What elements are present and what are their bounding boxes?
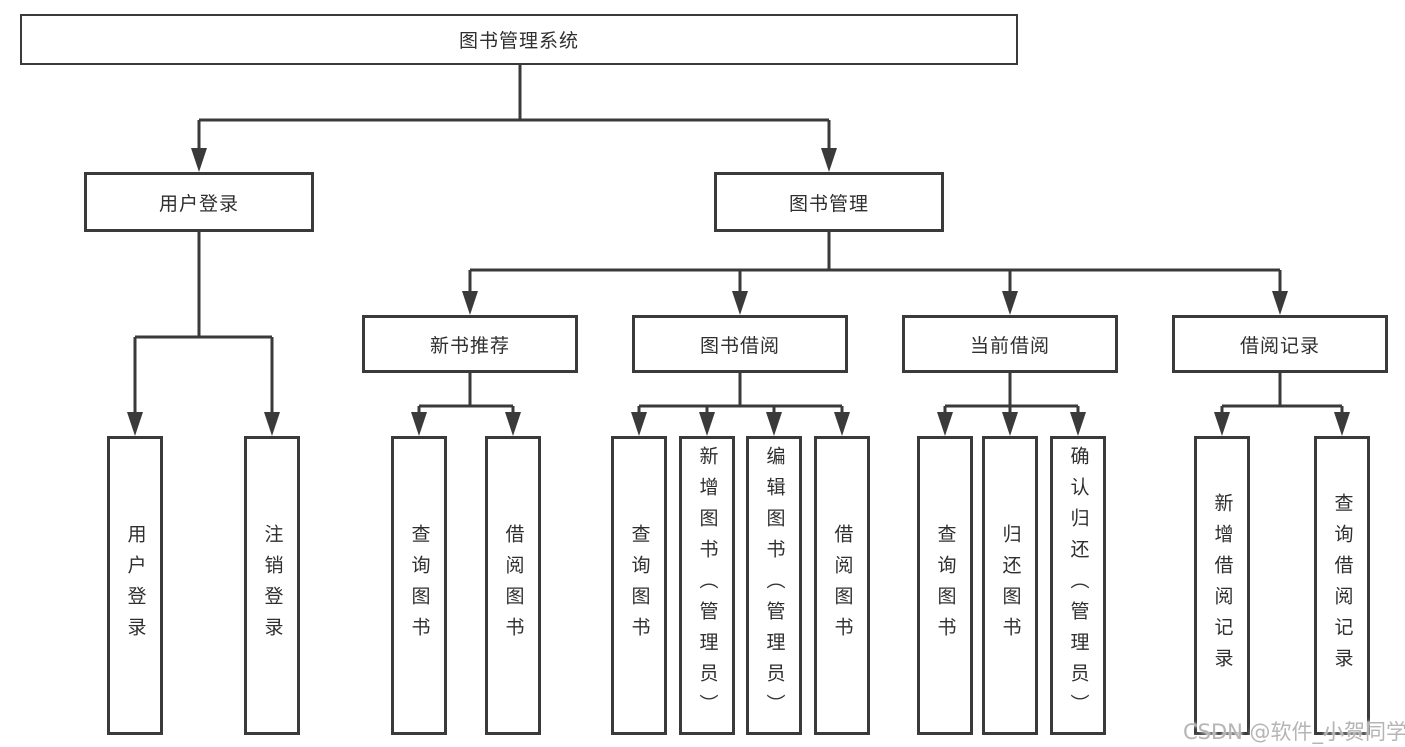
arrowheads — [127, 148, 1350, 436]
csdn-watermark: CSDN @软件_小贺同学 — [1183, 720, 1405, 744]
leaf-label: 查询图书 — [934, 523, 957, 648]
leaf-query-books-current: 查询图书 — [917, 436, 973, 735]
node-borrow-records: 借阅记录 — [1172, 315, 1388, 373]
node-label: 图书管理系统 — [458, 30, 579, 52]
node-book-management: 图书管理 — [714, 172, 944, 232]
leaf-label: 归还图书 — [999, 523, 1022, 648]
leaf-label: 查询图书 — [408, 523, 431, 648]
leaf-user-login: 用户登录 — [107, 436, 163, 735]
leaf-label: 注销登录 — [261, 523, 284, 648]
node-label: 借阅记录 — [1239, 334, 1320, 357]
leaf-add-books-admin: 新增图书（管理员） — [679, 436, 735, 735]
node-current-borrow: 当前借阅 — [902, 315, 1118, 373]
leaf-label: 确认归还（管理员） — [1067, 446, 1090, 725]
node-root-system: 图书管理系统 — [20, 14, 1018, 65]
leaf-logout: 注销登录 — [244, 436, 300, 735]
node-label: 图书管理 — [788, 192, 869, 215]
leaf-label: 查询图书 — [628, 523, 651, 648]
leaf-label: 查询借阅记录 — [1331, 492, 1354, 679]
leaf-borrow-books-recommend: 借阅图书 — [485, 436, 541, 735]
leaf-label: 借阅图书 — [502, 523, 525, 648]
node-label: 新书推荐 — [429, 334, 510, 357]
leaf-label: 用户登录 — [124, 523, 147, 648]
node-label: 当前借阅 — [969, 334, 1050, 357]
leaf-query-books-recommend: 查询图书 — [391, 436, 447, 735]
leaf-return-books: 归还图书 — [982, 436, 1038, 735]
node-label: 用户登录 — [158, 192, 239, 215]
node-user-login: 用户登录 — [84, 172, 314, 232]
node-label: 图书借阅 — [699, 334, 780, 357]
leaf-query-books-borrow: 查询图书 — [611, 436, 667, 735]
leaf-borrow-books: 借阅图书 — [814, 436, 870, 735]
leaf-confirm-return-admin: 确认归还（管理员） — [1050, 436, 1106, 735]
leaf-add-borrow-record: 新增借阅记录 — [1194, 436, 1250, 735]
leaf-query-borrow-record: 查询借阅记录 — [1314, 436, 1370, 735]
leaf-label: 新增借阅记录 — [1211, 492, 1234, 679]
leaf-label: 新增图书（管理员） — [696, 446, 719, 725]
node-new-book-recommend: 新书推荐 — [362, 315, 578, 373]
leaf-edit-books-admin: 编辑图书（管理员） — [746, 436, 802, 735]
leaf-label: 编辑图书（管理员） — [763, 446, 786, 725]
leaf-label: 借阅图书 — [831, 523, 854, 648]
node-book-borrow: 图书借阅 — [632, 315, 848, 373]
